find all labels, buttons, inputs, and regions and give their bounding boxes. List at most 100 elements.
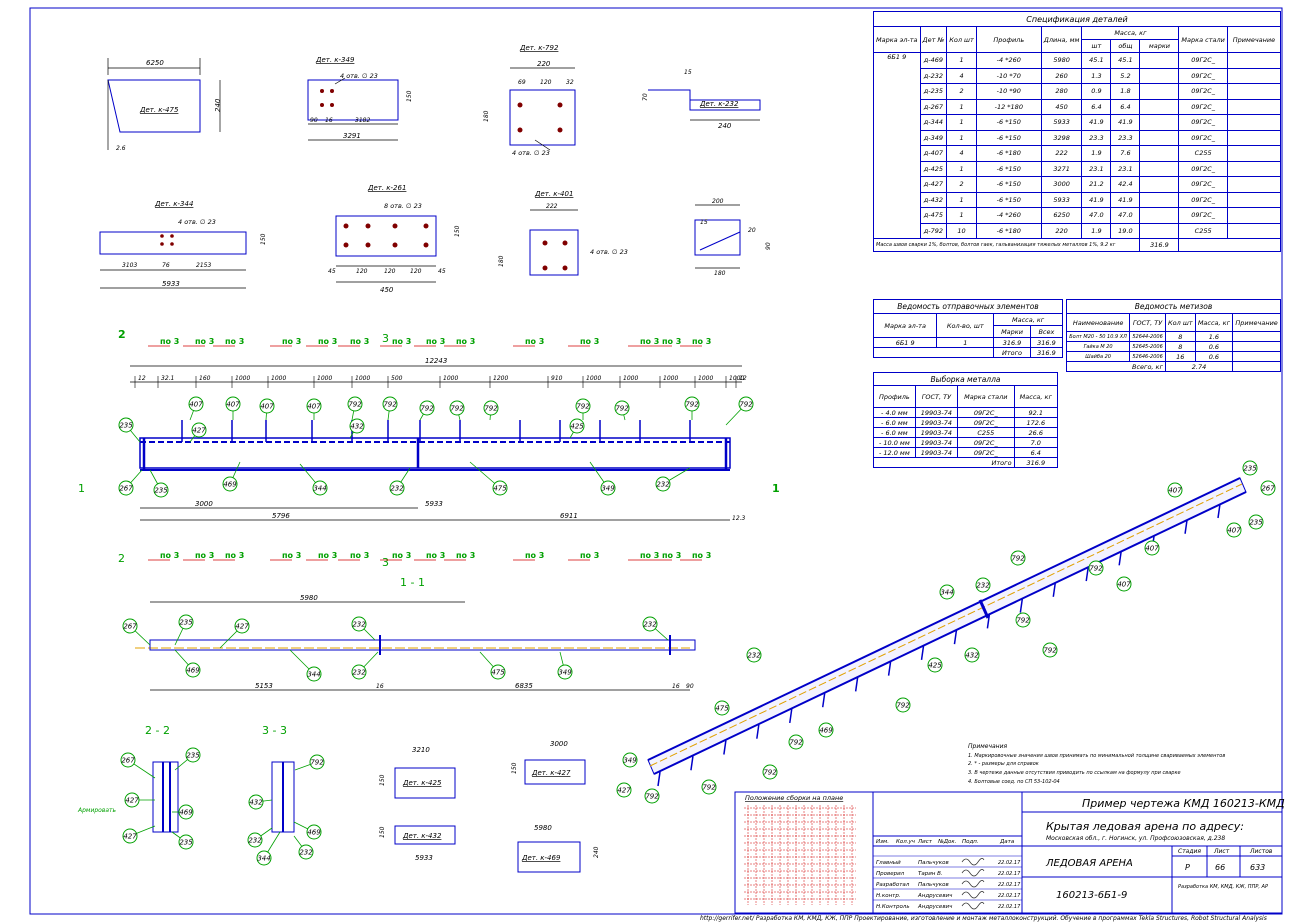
callout-label: 432 xyxy=(965,651,979,659)
spec-cell: -12 *180 xyxy=(975,98,1042,115)
callout-label: 792 xyxy=(484,404,498,412)
detail-261: Дет. к-261 8 отв. ∅ 23 45 120 120 120 45… xyxy=(328,184,461,294)
callout-bubble: 407 xyxy=(1226,522,1242,538)
metal-cell: 7.0 xyxy=(1013,437,1059,448)
metal-cell: 92.1 xyxy=(1013,407,1059,418)
spec-h3: Профиль xyxy=(975,26,1042,53)
spec-cell: 1.8 xyxy=(1110,83,1141,100)
d475-height: 240 xyxy=(214,98,222,112)
spec-cell: -6 *150 xyxy=(975,191,1042,208)
spec-cell xyxy=(1226,191,1282,208)
spec-cell: д-267 xyxy=(919,98,948,115)
spec-cell xyxy=(1139,114,1180,131)
spec-cell: 41.9 xyxy=(1110,114,1141,131)
spec-cell: 5980 xyxy=(1040,52,1083,69)
stamp-role: Н.контр. xyxy=(876,893,901,899)
callout-bubble: 235 xyxy=(1242,460,1258,476)
po3-label: по 3 xyxy=(225,337,244,346)
footer-credit: http://gerrifer.net/ Разработка КМ, КМД,… xyxy=(700,915,1267,922)
span-label: 910 xyxy=(551,375,563,382)
po3-label: по 3 xyxy=(195,337,214,346)
stamp-date: 22.02.17 xyxy=(998,860,1021,866)
signature-mark xyxy=(961,869,985,877)
callout-label: 792 xyxy=(310,758,324,766)
spec-cell: 09Г2С_ xyxy=(1178,207,1228,224)
spec-cell: 09Г2С_ xyxy=(1178,52,1228,69)
d235-h: 90 xyxy=(765,242,772,250)
span-label: 1000 xyxy=(698,375,713,382)
metal-total-label: Итого xyxy=(873,457,1015,468)
d235-w: 200 xyxy=(712,198,724,205)
spec-note: Масса швов сварки 1%, болтов, болтов гае… xyxy=(872,238,1141,252)
spec-total: 316.9 xyxy=(1139,238,1180,252)
callout-bubble: 267 xyxy=(122,618,151,646)
spec-cell: 6.4 xyxy=(1110,98,1141,115)
spec-cell: 220 xyxy=(1040,222,1083,239)
metal-cell: 26.6 xyxy=(1013,427,1059,438)
d344-h: 150 xyxy=(260,233,267,245)
spec-cell: д-475 xyxy=(919,207,948,224)
callout-bubble: 407 xyxy=(188,396,204,421)
po3-label: по 3 xyxy=(282,337,301,346)
callout-label: 232 xyxy=(643,620,657,628)
callout-label: 792 xyxy=(1089,564,1103,572)
callout-label: 425 xyxy=(928,661,942,669)
callout-bubble: 792 xyxy=(788,734,804,750)
callout-bubble: 792 xyxy=(684,396,700,420)
spec-cell: 41.9 xyxy=(1081,191,1112,208)
spec-cell xyxy=(1139,191,1180,208)
hw-h4: Примечание xyxy=(1232,313,1281,332)
ship-table: Ведомость отправочных элементов Марка эл… xyxy=(872,299,1064,358)
metal-cell: - 6.0 мм xyxy=(873,427,916,438)
callout-label: 407 xyxy=(1117,580,1131,588)
detail-425: 3210 Дет. к-425 150 xyxy=(379,746,456,799)
po3-label: по 3 xyxy=(662,551,681,560)
notes: Примечания 1. Маркировочные значения шво… xyxy=(968,743,1225,785)
stamp-person: Андрусевич xyxy=(917,893,953,899)
spec-cell: -10 *70 xyxy=(975,67,1042,84)
callout-label: 792 xyxy=(420,404,434,412)
iso-stiffener xyxy=(1118,551,1122,566)
callout-bubble: 232 xyxy=(351,616,376,641)
d261-a: 45 xyxy=(328,268,336,275)
d261-title: Дет. к-261 xyxy=(367,184,406,192)
drawing-code: 160213-6Б1-9 xyxy=(1056,890,1127,901)
callout-label: 235 xyxy=(154,486,168,494)
stamp-date: 22.02.17 xyxy=(998,893,1021,899)
callout-label: 469 xyxy=(307,828,321,836)
d261-b1: 120 xyxy=(356,268,368,275)
callout-bubble: 235 xyxy=(149,469,169,498)
iso-stiffener xyxy=(1085,566,1089,582)
spec-cell xyxy=(1226,67,1282,84)
signature-mark xyxy=(961,891,985,899)
spec-cell: д-469 xyxy=(919,52,948,69)
hw-cell: 8 xyxy=(1164,341,1196,352)
d792-a: 69 xyxy=(518,79,526,86)
callout-label: 425 xyxy=(570,422,584,430)
callout-label: 792 xyxy=(702,783,716,791)
hw-cell: 0.6 xyxy=(1194,341,1234,352)
d401-title: Дет. к-401 xyxy=(534,190,573,198)
callout-label: 792 xyxy=(383,400,397,408)
detail-427: 3000 Дет. к-427 150 xyxy=(511,740,586,785)
d475-title: Дет. к-475 xyxy=(139,106,179,114)
callout-bubble: 792 xyxy=(1010,550,1026,566)
d792-w: 220 xyxy=(537,60,551,68)
hw-h2: Кол шт xyxy=(1164,313,1196,332)
spec-cell: 19.0 xyxy=(1110,222,1141,239)
callout-bubble: 792 xyxy=(483,400,499,421)
iso-stiffener xyxy=(920,645,925,660)
stamp-col-header: Кол.уч xyxy=(896,839,916,845)
callout-label: 407 xyxy=(189,400,203,408)
